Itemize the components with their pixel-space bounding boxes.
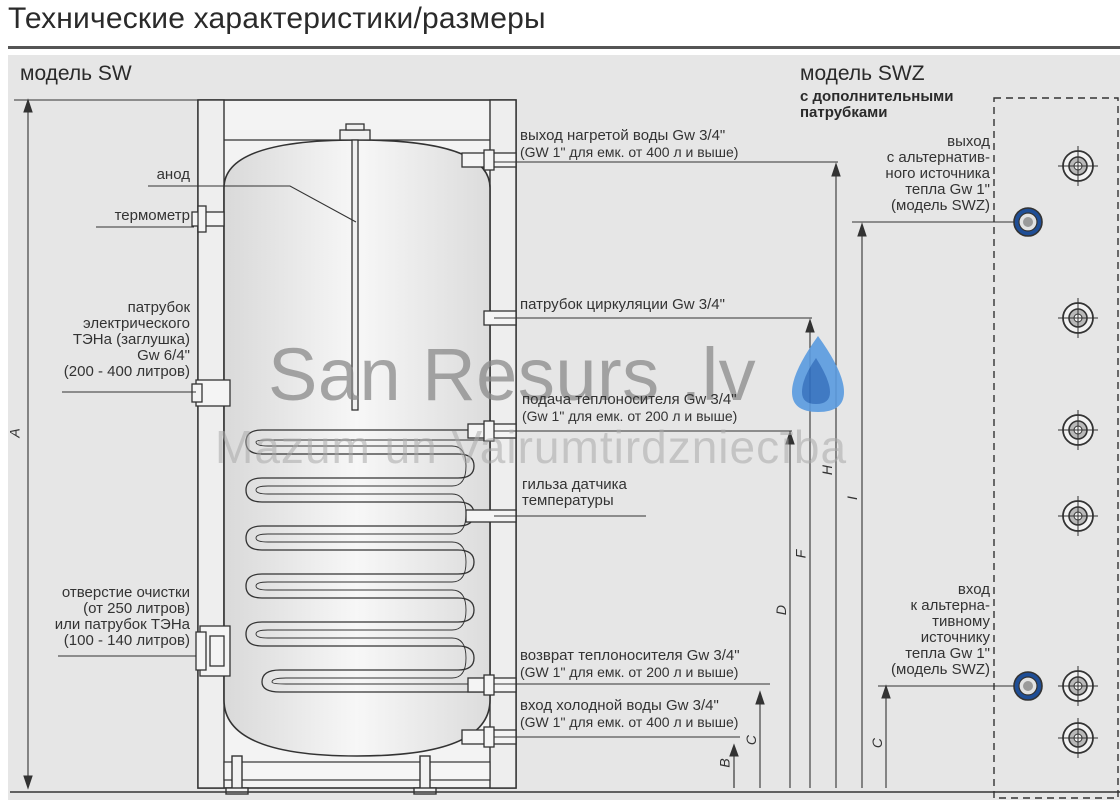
swz-ring-3 <box>1058 410 1098 450</box>
swz-side-view <box>993 97 1119 799</box>
cleaning-line1: отверстие очистки <box>61 584 190 601</box>
model-swz-subtitle-line1: с дополнительными <box>800 88 954 105</box>
alt-inlet-line4: источнику <box>920 629 990 646</box>
heat-supply-label: подача теплоносителя Gw 3/4" (Gw 1" для … <box>522 391 802 425</box>
swz-ring-2 <box>1058 298 1098 338</box>
heating-coil <box>245 429 490 693</box>
dimension-c-label: C <box>743 734 760 746</box>
heat-return-line2: (GW 1" для емк. от 200 л и выше) <box>520 664 739 680</box>
heat-supply-line2: (Gw 1" для емк. от 200 л и выше) <box>522 408 738 424</box>
swz-leader-lines <box>852 221 1014 687</box>
dimension-b-label: B <box>716 758 733 768</box>
alt-inlet-line3: тивному <box>932 613 990 630</box>
electric-heater-line5: (200 - 400 литров) <box>63 363 190 380</box>
dimension-h-label: H <box>819 464 836 476</box>
anode-label: анод <box>156 166 190 183</box>
sensor-sleeve-label: гильза датчика температуры <box>522 477 722 509</box>
cold-water-inlet-line1: вход холодной воды Gw 3/4" <box>520 697 719 714</box>
hot-water-outlet-line1: выход нагретой воды Gw 3/4" <box>520 127 726 144</box>
model-sw-label: модель SW <box>20 62 132 85</box>
electric-heater-label: патрубок электрического ТЭНа (заглушка) … <box>30 300 190 380</box>
hot-water-outlet-label: выход нагретой воды Gw 3/4" (GW 1" для е… <box>520 127 820 161</box>
alt-outlet-line5: (модель SWZ) <box>891 197 990 214</box>
alt-outlet-line3: ного источника <box>885 165 990 182</box>
swz-ring-blue-bottom <box>1013 671 1043 701</box>
leader-lines-left <box>58 185 357 657</box>
electric-heater-line1: патрубок <box>127 299 190 316</box>
alt-outlet-line4: тепла Gw 1" <box>905 181 990 198</box>
alt-source-inlet-label: вход к альтерна- тивному источнику тепла… <box>860 582 990 678</box>
heat-return-label: возврат теплоносителя Gw 3/4" (GW 1" для… <box>520 647 800 681</box>
swz-ring-4 <box>1058 496 1098 536</box>
cold-water-inlet-line2: (GW 1" для емк. от 400 л и выше) <box>520 714 739 730</box>
tank-legs <box>225 755 437 795</box>
dimension-a-label: A <box>6 428 23 438</box>
cold-water-inlet-label: вход холодной воды Gw 3/4" (GW 1" для ем… <box>520 697 780 731</box>
electric-heater-line4: Gw 6/4" <box>137 347 190 364</box>
heat-return-line1: возврат теплоносителя Gw 3/4" <box>520 647 740 664</box>
dimension-i-label: I <box>843 496 860 500</box>
watermark-sub: Mazum un Vairumtirdzniecība <box>215 421 848 473</box>
alt-outlet-line1: выход <box>947 133 990 150</box>
sensor-sleeve-line1: гильза датчика <box>522 476 627 493</box>
leader-lines-right <box>494 161 838 738</box>
water-drop-icon <box>792 336 844 412</box>
diagram-panel <box>8 55 1120 800</box>
alt-outlet-line2: с альтернатив- <box>886 149 990 166</box>
heat-supply-line1: подача теплоносителя Gw 3/4" <box>522 391 737 408</box>
alt-inlet-line2: к альтерна- <box>910 597 990 614</box>
alt-source-outlet-label: выход с альтернатив- ного источника тепл… <box>850 134 990 214</box>
page-title: Технические характеристики/размеры <box>8 2 546 35</box>
swz-ring-1 <box>1058 146 1098 186</box>
swz-connectors <box>1013 146 1098 758</box>
cleaning-opening-label: отверстие очистки (от 250 литров) или па… <box>20 585 190 649</box>
model-swz-subtitle-line2: патрубками <box>800 104 888 121</box>
tank-vessel <box>223 139 491 757</box>
cleaning-line4: (100 - 140 литров) <box>63 632 190 649</box>
dimension-a <box>14 98 198 790</box>
cleaning-line3: или патрубок ТЭНа <box>54 616 190 633</box>
dimension-f-label: F <box>792 549 809 559</box>
electric-heater-line2: электрического <box>83 315 190 332</box>
sensor-sleeve-line2: температуры <box>522 492 614 509</box>
right-nozzles <box>461 149 517 748</box>
cleaning-line2: (от 250 литров) <box>83 600 190 617</box>
anode-rod <box>339 123 371 411</box>
dimension-d-label: D <box>773 604 790 616</box>
swz-ring-5 <box>1058 666 1098 706</box>
model-swz-label: модель SWZ <box>800 62 925 85</box>
alt-inlet-line5: тепла Gw 1" <box>905 645 990 662</box>
hot-water-outlet-line2: (GW 1" для емк. от 400 л и выше) <box>520 144 739 160</box>
swz-ring-6 <box>1058 718 1098 758</box>
watermark-main: San Resurs .lv <box>268 333 757 416</box>
alt-inlet-line6: (модель SWZ) <box>891 661 990 678</box>
alt-inlet-line1: вход <box>957 581 990 598</box>
thermometer-label: термометр <box>114 207 190 224</box>
dimension-c2-label: C <box>869 737 886 749</box>
model-swz-subtitle: с дополнительными патрубками <box>800 89 990 121</box>
swz-ring-blue-top <box>1013 207 1043 237</box>
left-fittings <box>191 205 231 677</box>
dimension-lines-right <box>10 162 1120 793</box>
circulation-label: патрубок циркуляции Gw 3/4" <box>520 296 725 313</box>
electric-heater-line3: ТЭНа (заглушка) <box>72 331 190 348</box>
title-divider <box>8 46 1120 49</box>
